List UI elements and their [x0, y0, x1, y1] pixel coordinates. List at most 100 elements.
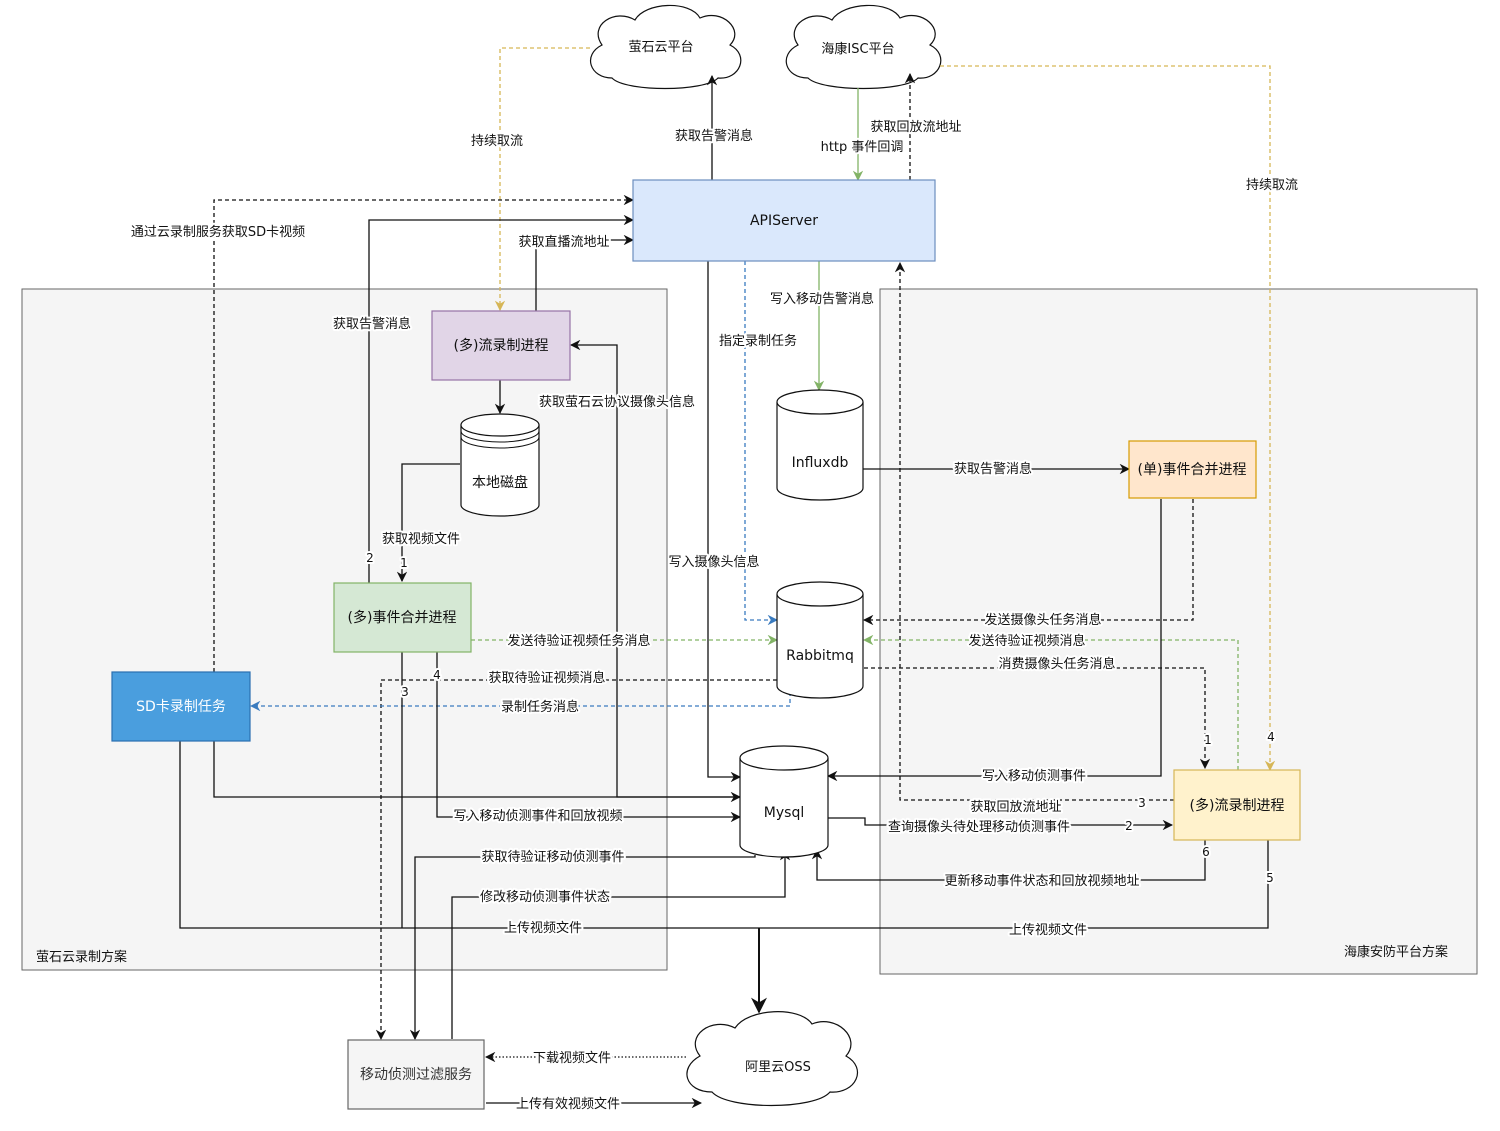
motion-filter-label: 移动侦测过滤服务	[360, 1067, 472, 1083]
edge-write-motion-event	[826, 499, 1162, 782]
ezviz-cloud: 萤石云平台	[590, 4, 742, 90]
label-keep-pull-right: 持续取流	[1246, 178, 1298, 193]
label-upload-left: 上传视频文件	[504, 921, 582, 936]
edge-get-live-url	[535, 234, 635, 311]
edge-get-alarm-left	[368, 214, 635, 583]
step-numbers: 1 2 3 4 1 2 3 4 5 6	[364, 549, 1277, 887]
edge-consume-camera-task	[864, 667, 1211, 770]
label-consume-camera-task: 消费摄像头任务消息	[998, 656, 1115, 672]
step-1-left: 1	[400, 556, 408, 570]
step-2-right: 2	[1125, 819, 1133, 833]
stream-right-node: (多)流录制进程	[1173, 769, 1301, 841]
label-sd-via-cloud: 通过云录制服务获取SD卡视频	[131, 224, 305, 240]
hik-cloud-label: 海康ISC平台	[821, 41, 894, 57]
label-assign-record-task: 指定录制任务	[719, 333, 797, 349]
label-upload-valid: 上传有效视频文件	[516, 1097, 620, 1112]
step-3-left: 3	[401, 685, 409, 699]
label-get-alarm-left: 获取告警消息	[333, 316, 411, 332]
local-disk-label: 本地磁盘	[472, 474, 528, 491]
label-playback-top: 获取回放流地址	[870, 120, 961, 135]
label-write-motion-event: 写入移动侦测事件	[982, 769, 1086, 784]
step-1-right: 1	[1204, 733, 1212, 747]
edge-labels: 持续取流 获取告警消息 获取回放流地址 http 事件回调 持续取流 通过云录制…	[129, 118, 1300, 1114]
step-2-left: 2	[366, 551, 374, 565]
rabbitmq-label: Rabbitmq	[786, 648, 854, 664]
influxdb-label: Influxdb	[792, 455, 849, 471]
edge-upload-right	[759, 840, 1269, 929]
edge-record-task-msg	[249, 692, 791, 712]
label-ezviz-camera-info: 获取萤石云协议摄像头信息	[539, 394, 695, 410]
rabbitmq-node: Rabbitmq	[776, 581, 864, 699]
mysql-label: Mysql	[764, 805, 804, 821]
edge-update-event	[811, 840, 1206, 881]
stream-right-label: (多)流录制进程	[1190, 797, 1285, 814]
label-write-camera-info: 写入摄像头信息	[668, 554, 759, 570]
label-modify-event: 修改移动侦测事件状态	[480, 890, 610, 905]
stream-left-label: (多)流录制进程	[454, 337, 549, 354]
label-get-verify-msg: 获取待验证视频消息	[488, 670, 605, 686]
label-send-camera-task: 发送摄像头任务消息	[984, 612, 1101, 628]
edge-upload-sd	[179, 741, 759, 929]
sd-task-label: SD卡录制任务	[136, 699, 226, 715]
hik-group	[879, 288, 1478, 975]
ezviz-group-title: 萤石云录制方案	[36, 949, 127, 965]
sd-task-node: SD卡录制任务	[111, 671, 251, 742]
edge-sd-via-cloud	[213, 194, 635, 672]
edge-get-verify-msg	[375, 679, 777, 1041]
label-query-pending: 查询摄像头待处理移动侦测事件	[888, 820, 1070, 835]
edge-get-verify-event	[409, 855, 756, 1041]
event-merge-single-label: (单)事件合并进程	[1138, 462, 1247, 478]
apiserver-node: APIServer	[632, 179, 936, 262]
hik-cloud: 海康ISC平台	[785, 4, 942, 90]
step-4-right: 4	[1267, 730, 1275, 744]
edge-write-camera-info	[707, 261, 742, 783]
label-get-live-url: 获取直播流地址	[518, 235, 609, 250]
oss-cloud-label: 阿里云OSS	[745, 1060, 811, 1075]
influxdb-node: Influxdb	[776, 389, 864, 501]
event-merge-multi-label: (多)事件合并进程	[348, 609, 457, 626]
event-merge-single-node: (单)事件合并进程	[1128, 440, 1257, 499]
edge-send-verify-msg	[862, 634, 1239, 770]
label-send-verify-msg: 发送待验证视频消息	[968, 633, 1085, 649]
edge-query-pending	[828, 817, 1174, 831]
label-write-motion-playback: 写入移动侦测事件和回放视频	[453, 809, 622, 824]
edges	[179, 47, 1276, 1109]
label-send-verify-task: 发送待验证视频任务消息	[507, 633, 650, 649]
label-write-motion-alarm: 写入移动告警消息	[770, 291, 874, 307]
stream-left-node: (多)流录制进程	[431, 310, 571, 381]
label-get-alarm-influx: 获取告警消息	[954, 461, 1032, 477]
label-get-verify-event: 获取待验证移动侦测事件	[481, 849, 624, 865]
edge-modify-event	[451, 849, 791, 1039]
edge-playback-right	[894, 261, 1174, 801]
edge-get-video-file	[396, 463, 460, 583]
step-4-left: 4	[433, 668, 441, 682]
edge-assign-record-task	[744, 261, 779, 626]
label-http-callback: http 事件回调	[821, 140, 904, 155]
label-get-alarm-top: 获取告警消息	[675, 128, 753, 144]
local-disk-node: 本地磁盘	[460, 413, 540, 517]
mysql-node: Mysql	[739, 745, 829, 858]
oss-cloud: 阿里云OSS	[686, 1011, 859, 1107]
event-merge-multi-node: (多)事件合并进程	[333, 582, 472, 653]
edge-send-camera-task	[862, 499, 1194, 626]
label-keep-pull-left: 持续取流	[471, 134, 523, 149]
edge-write-motion-playback	[436, 652, 742, 823]
hik-group-title: 海康安防平台方案	[1344, 944, 1448, 960]
edge-sd-to-mysql	[213, 741, 742, 803]
label-record-task-msg: 录制任务消息	[501, 699, 579, 715]
label-upload-right: 上传视频文件	[1009, 923, 1087, 938]
label-download-video: 下载视频文件	[533, 1051, 611, 1066]
apiserver-label: APIServer	[750, 213, 818, 229]
step-3-right: 3	[1138, 796, 1146, 810]
step-5-right: 5	[1266, 871, 1274, 885]
edge-keep-pull-left	[494, 47, 590, 312]
ezviz-cloud-label: 萤石云平台	[628, 40, 693, 55]
label-playback-right: 获取回放流地址	[970, 800, 1061, 815]
motion-filter-node: 移动侦测过滤服务	[347, 1039, 485, 1110]
label-get-video-file: 获取视频文件	[382, 532, 460, 547]
step-6-right: 6	[1202, 845, 1210, 859]
label-update-event: 更新移动事件状态和回放视频地址	[944, 873, 1139, 889]
edge-keep-pull-right	[940, 65, 1276, 772]
